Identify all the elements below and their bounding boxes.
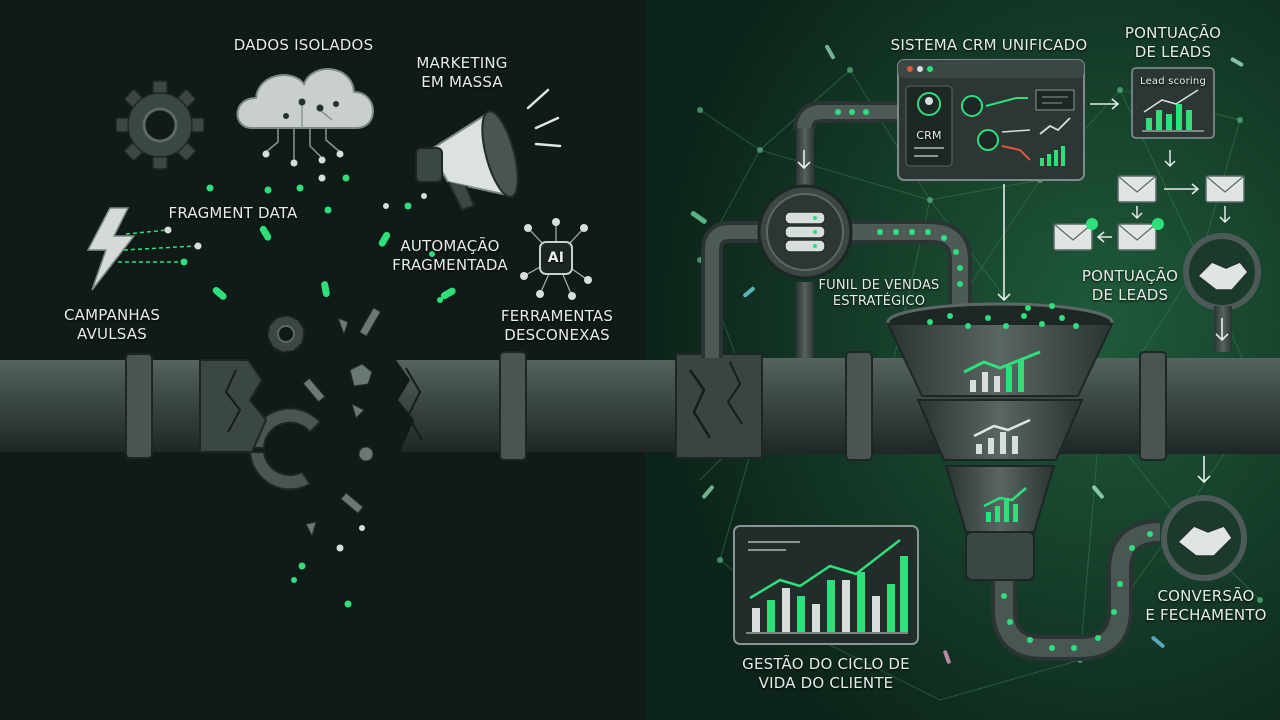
lightning-icon: [86, 207, 202, 291]
lead-scoring-window: [1131, 67, 1215, 139]
feed-pipes: [701, 101, 1161, 661]
gear-icon: [115, 80, 205, 170]
crm-window: [897, 59, 1085, 181]
ai-network-icon: [520, 218, 592, 300]
label-sistema-crm: SISTEMA CRM UNIFICADO: [890, 36, 1088, 54]
database-hub: [757, 184, 853, 280]
main-pipe-middle: [396, 351, 680, 461]
label-dados-isolados: DADOS ISOLADOS: [233, 36, 374, 54]
broken-gear-small: [267, 315, 305, 353]
down-arrow: [797, 150, 811, 170]
sales-funnel: [886, 302, 1114, 581]
flow-dots: [835, 109, 1153, 651]
cloud-icon: [236, 68, 374, 214]
crm-arrows: [997, 98, 1120, 302]
lead-scoring-caption: Lead scoring: [1139, 76, 1206, 87]
main-pipe-left: [0, 353, 268, 459]
handshake-icon-conversion: [1161, 456, 1247, 581]
megaphone-icon: [415, 88, 562, 212]
crm-badge: CRM: [916, 129, 942, 142]
lifecycle-dashboard: [733, 525, 919, 645]
debris: [302, 307, 382, 538]
scattered-particles: [206, 184, 456, 608]
ai-badge: AI: [547, 250, 565, 266]
envelope-cluster: [1053, 150, 1245, 251]
label-fragment-data: FRAGMENT DATA: [168, 204, 298, 222]
handshake-icon-mid: [1183, 233, 1261, 352]
